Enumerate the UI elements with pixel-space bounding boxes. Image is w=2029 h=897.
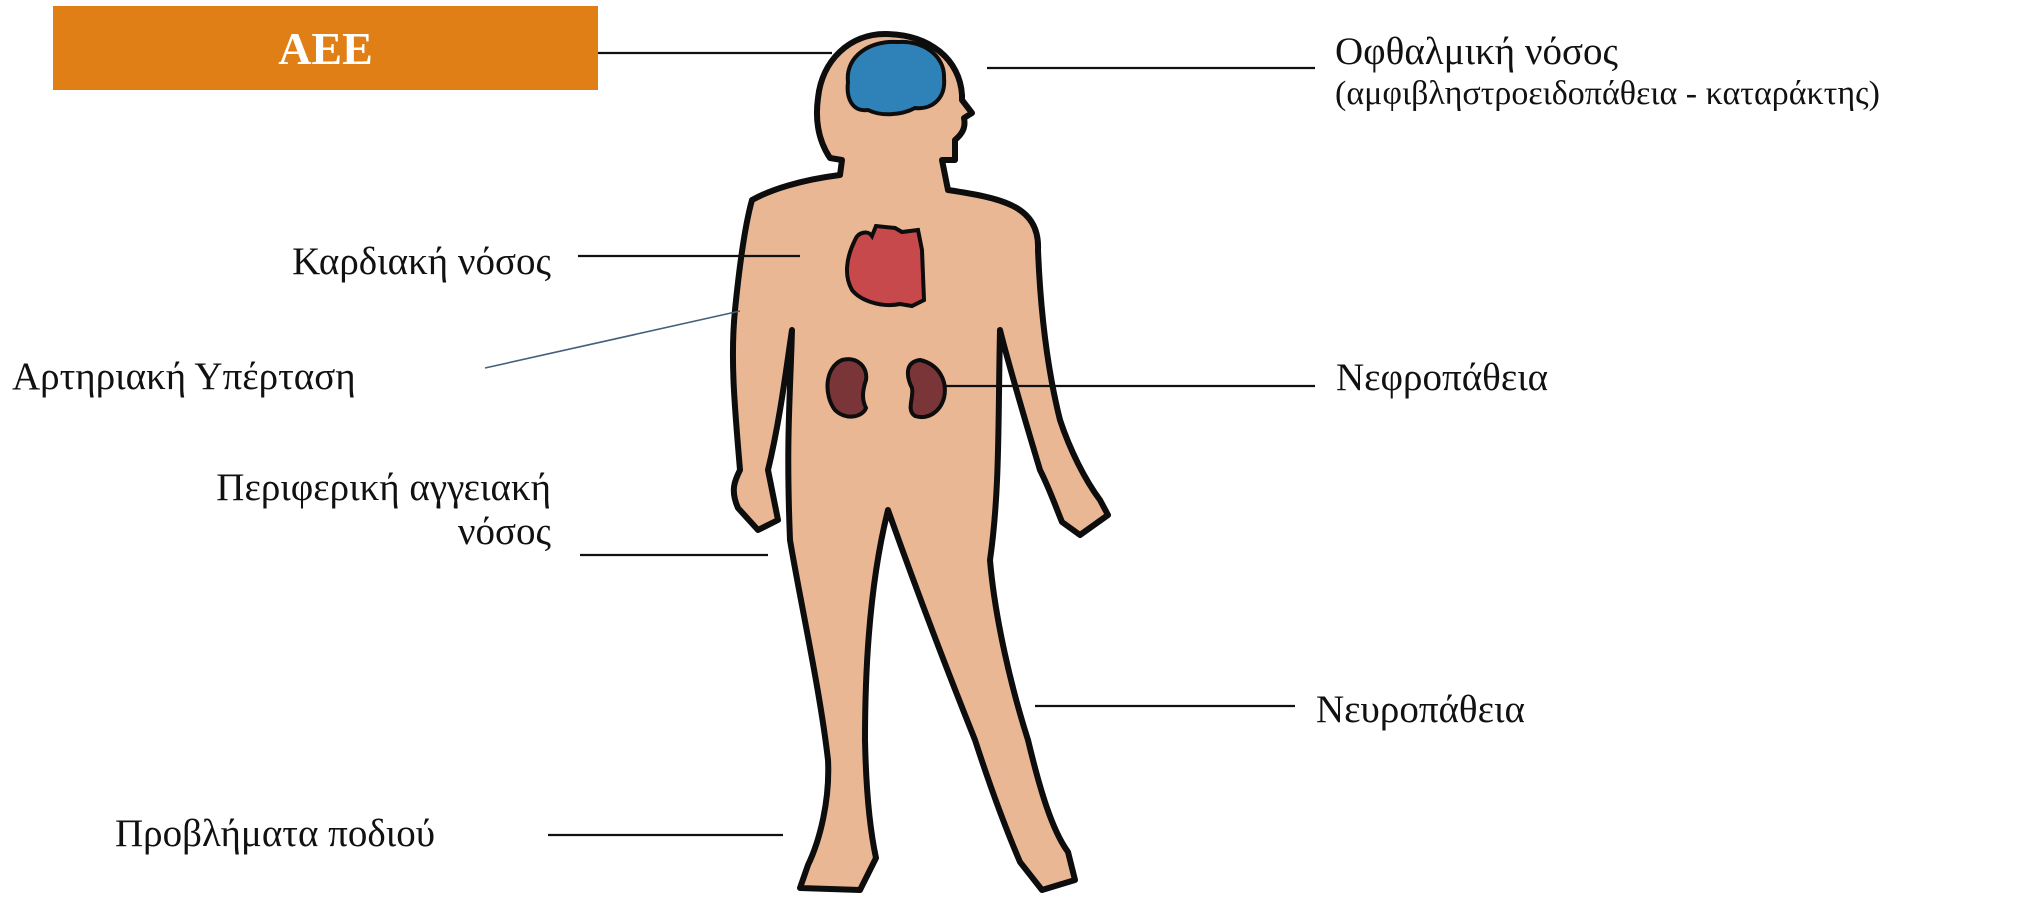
- hypertension-connector: [485, 311, 740, 368]
- neuropathy-label: Νευροπάθεια: [1316, 688, 1525, 732]
- nephropathy-label: Νεφροπάθεια: [1336, 356, 1548, 400]
- eye-disease-title: Οφθαλμική νόσος: [1335, 30, 1618, 73]
- eye-disease-label: Οφθαλμική νόσος (αμφιβληστροειδοπάθεια -…: [1335, 30, 1880, 114]
- heart-disease-label: Καρδιακή νόσος: [292, 240, 551, 284]
- peripheral-vascular-label: Περιφερική αγγειακή νόσος: [216, 466, 551, 554]
- left-kidney: [827, 359, 866, 416]
- banner-title: ΑΕΕ: [53, 6, 598, 90]
- peripheral-vascular-line1: Περιφερική αγγειακή: [216, 466, 551, 510]
- heart: [847, 226, 924, 306]
- peripheral-vascular-line2: νόσος: [216, 510, 551, 554]
- body-silhouette: [733, 34, 1108, 890]
- human-body: [733, 34, 1108, 890]
- hypertension-label: Αρτηριακή Υπέρταση: [12, 355, 356, 399]
- foot-problems-label: Προβλήματα ποδιού: [115, 812, 435, 856]
- eye-disease-detail: (αμφιβληστροειδοπάθεια - καταράκτης): [1335, 74, 1880, 114]
- brain: [848, 42, 945, 114]
